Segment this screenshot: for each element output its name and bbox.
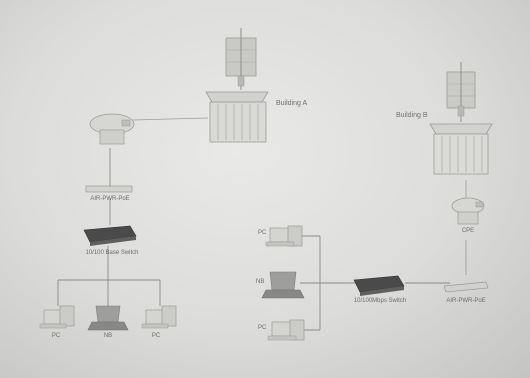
notebook-right-label: NB — [256, 279, 265, 285]
pc-left-1-label: PC — [51, 333, 61, 339]
cpe-right-icon — [451, 197, 485, 225]
poe-left-label: AIR-PWR-PoE — [90, 196, 130, 202]
cpe-right-label: CPE — [461, 228, 475, 234]
switch-left-icon — [83, 225, 137, 246]
building-icon — [205, 91, 269, 143]
pc-left-2-label: PC — [151, 333, 161, 339]
building-icon — [429, 123, 493, 175]
cpe-left-icon — [89, 113, 135, 145]
pc-right-2-label: PC — [258, 325, 267, 331]
switch-left-label: 10/100 Base Switch — [85, 250, 139, 256]
building-a-label: Building A — [276, 100, 308, 107]
switch-right-icon — [353, 275, 405, 296]
pc-left-1-icon — [39, 305, 75, 329]
antenna-icon — [446, 62, 476, 122]
pc-right-1-icon — [265, 225, 303, 247]
building-b-group — [429, 62, 493, 175]
poe-left-icon — [85, 185, 133, 193]
link-cpe-a-to-building-a — [132, 117, 209, 121]
pc-right-2-icon — [267, 319, 305, 341]
poe-right-icon — [443, 281, 489, 293]
building-a-group — [205, 28, 269, 143]
switch-right-label: 10/100Mbps Switch — [353, 298, 407, 304]
pc-right-1-label: PC — [258, 230, 267, 236]
pc-left-2-icon — [141, 305, 177, 329]
notebook-left-label: NB — [103, 333, 113, 339]
notebook-right-icon — [261, 271, 305, 299]
notebook-left-icon — [87, 305, 129, 331]
building-b-label: Building B — [396, 112, 428, 119]
poe-right-label: AIR-PWR-PoE — [446, 298, 486, 304]
antenna-icon — [225, 28, 257, 90]
